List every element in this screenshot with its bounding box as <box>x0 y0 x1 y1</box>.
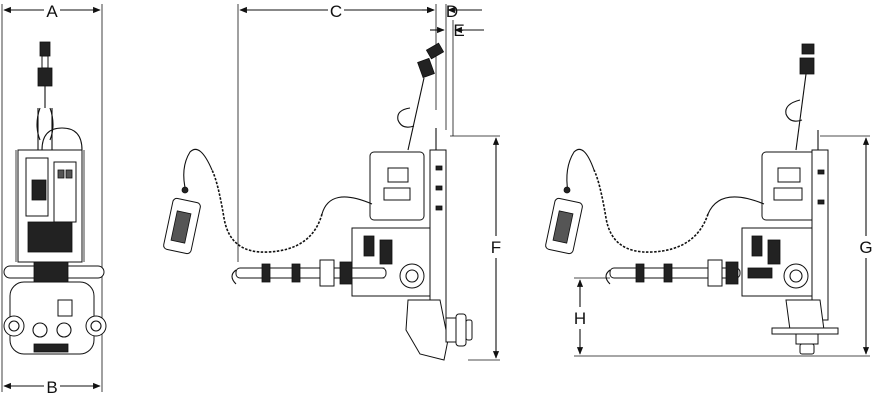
dimension-g: G <box>858 137 872 355</box>
side-view-left <box>163 4 500 361</box>
dimension-c-label: C <box>330 2 342 21</box>
dimension-h-label: H <box>574 309 586 328</box>
side-view-right <box>545 43 870 357</box>
dimension-h: H <box>572 279 588 355</box>
dimension-b: B <box>3 377 101 397</box>
dimension-d: D <box>422 2 482 21</box>
dimension-a: A <box>3 0 101 21</box>
dimension-g-label: G <box>859 238 872 257</box>
front-view <box>1 4 107 392</box>
dimension-e: E <box>430 21 484 40</box>
dimension-f: F <box>488 137 504 359</box>
dimension-d-label: D <box>446 2 458 21</box>
dimension-b-label: B <box>46 378 57 397</box>
dimension-f-label: F <box>491 238 501 257</box>
dimension-a-label: A <box>46 2 58 21</box>
dimension-c: C <box>239 0 435 21</box>
dimension-e-label: E <box>453 21 464 40</box>
